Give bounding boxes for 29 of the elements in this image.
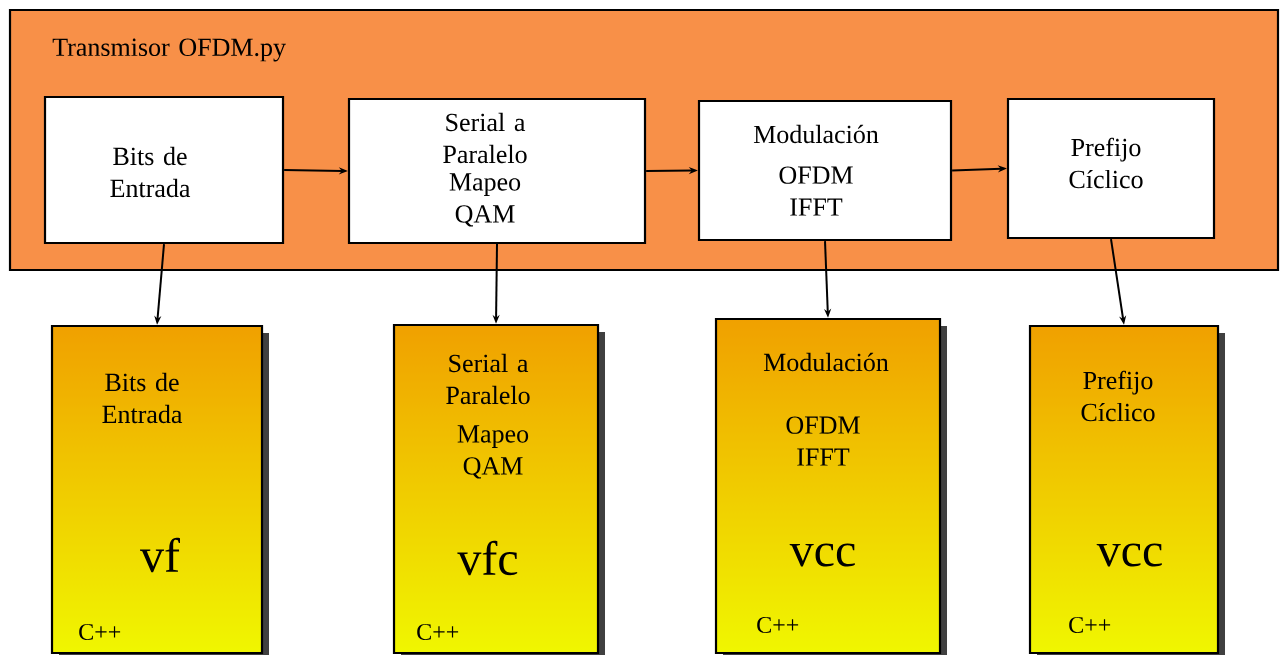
box-label: Serial a Paralelo xyxy=(443,112,527,164)
code-type: vf xyxy=(140,537,180,573)
box-label: OFDM IFFT xyxy=(786,416,860,466)
box-label: Modulación xyxy=(753,124,879,144)
code-label: C++ xyxy=(417,623,459,641)
module-box xyxy=(1028,324,1225,655)
code-type: vcc xyxy=(789,543,855,567)
box-label: OFDM IFFT xyxy=(779,166,853,216)
process-box xyxy=(347,97,647,245)
box-label: Mapeo QAM xyxy=(449,173,521,227)
code-type: vcc xyxy=(1096,543,1162,567)
box-label: Bits de Entrada xyxy=(102,372,183,424)
process-box xyxy=(43,95,285,245)
code-label: C++ xyxy=(79,623,121,641)
process-box xyxy=(697,99,953,242)
code-label: C++ xyxy=(1069,616,1111,634)
box-label: Modulación xyxy=(763,352,889,372)
box-label: Prefijo Cíclico xyxy=(1069,137,1143,189)
process-box xyxy=(1006,97,1216,240)
code-label: C++ xyxy=(757,616,799,634)
module-box xyxy=(714,317,947,655)
box-label: Prefijo Cíclico xyxy=(1081,370,1155,422)
code-type: vfc xyxy=(457,540,518,576)
box-label: Bits de Entrada xyxy=(110,146,191,198)
module-box xyxy=(50,324,269,655)
title: Transmisor OFDM.py xyxy=(52,38,286,62)
module-box xyxy=(392,323,605,655)
box-label: Serial a Paralelo xyxy=(446,353,530,405)
box-label: Mapeo QAM xyxy=(457,425,529,479)
